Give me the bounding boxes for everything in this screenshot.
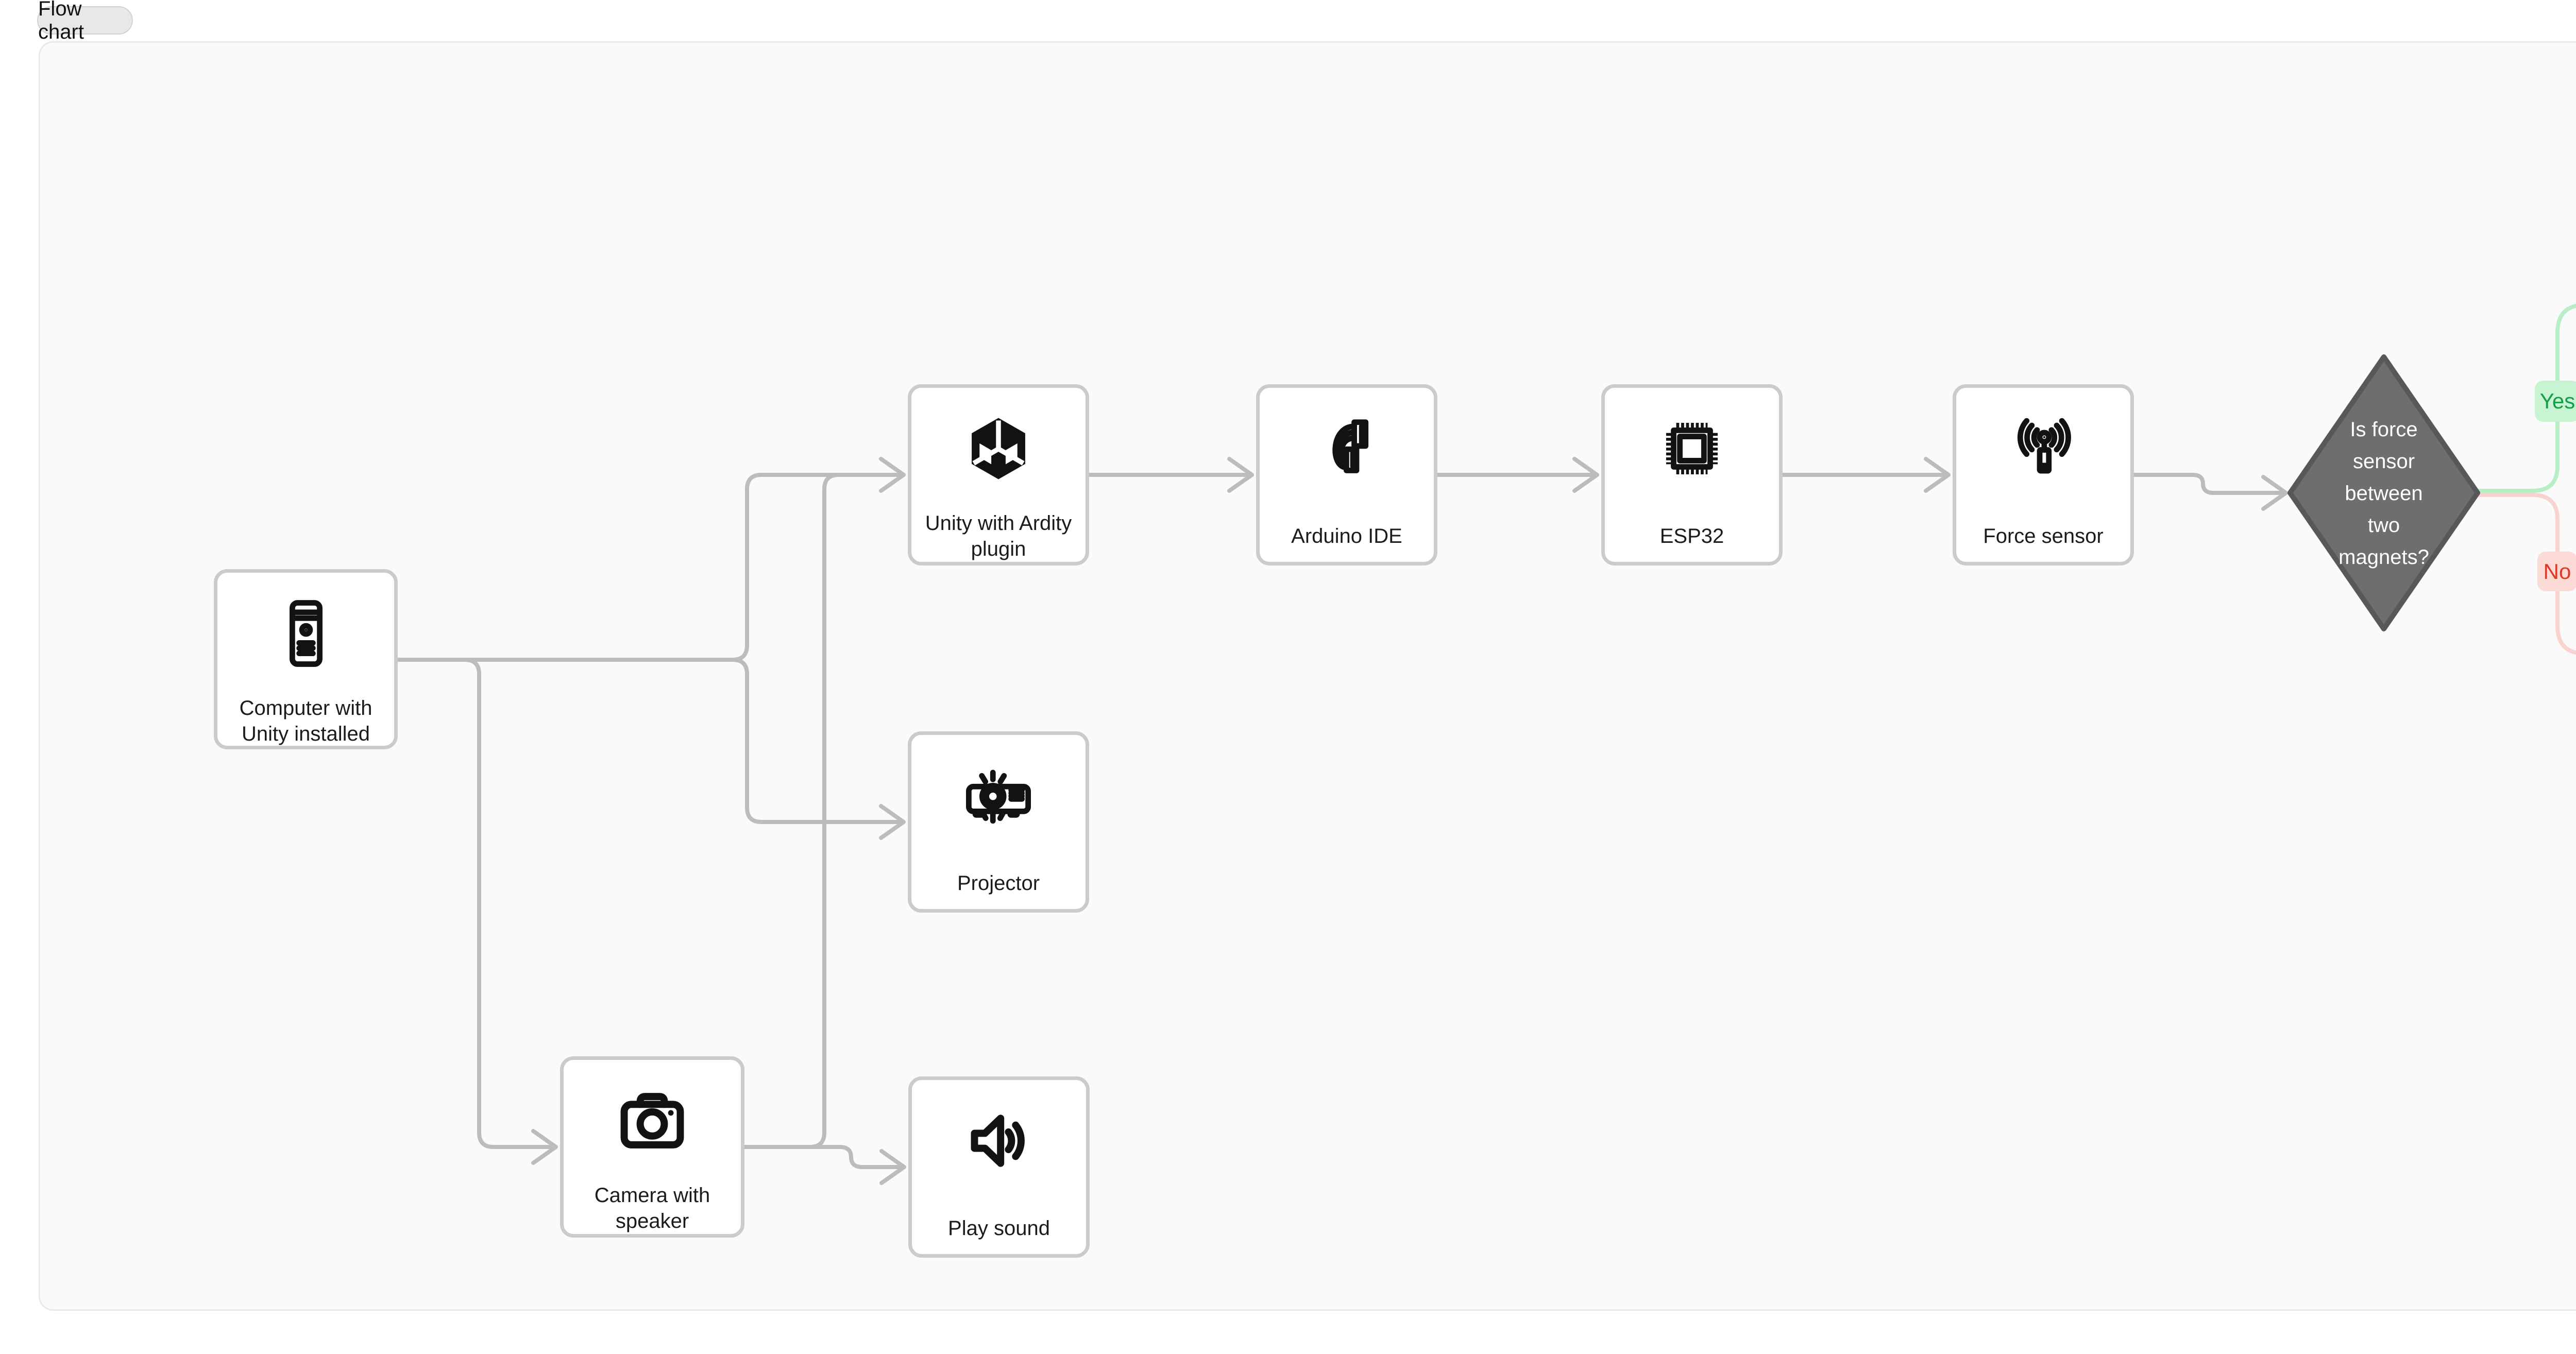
node-camera[interactable]: Camera with speaker	[560, 1056, 744, 1238]
sensor-antenna-icon	[2004, 409, 2082, 488]
node-label: Play sound	[948, 1217, 1050, 1240]
frame-title-pill[interactable]: Flow chart	[37, 0, 133, 43]
node-label: Projector	[957, 872, 1040, 895]
node-unity[interactable]: Unity with Ardity plugin	[908, 384, 1089, 565]
chip-icon	[1653, 409, 1731, 488]
computer-tower-icon	[267, 594, 345, 673]
node-label: Camera with speaker	[594, 1184, 710, 1232]
node-esp32[interactable]: ESP32	[1601, 384, 1783, 565]
decision-label: Is force sensor between two magnets?	[2338, 418, 2429, 569]
node-label: Unity with Ardity plugin	[925, 512, 1072, 560]
canvas-frame[interactable]	[39, 41, 2576, 1311]
node-play-sound[interactable]: Play sound	[908, 1076, 1090, 1258]
unity-logo-icon	[959, 409, 1038, 488]
node-computer[interactable]: Computer with Unity installed	[214, 569, 398, 749]
node-label: Arduino IDE	[1291, 525, 1402, 547]
node-label: Force sensor	[1983, 525, 2104, 547]
serial-cable-icon	[1308, 409, 1386, 488]
node-label: ESP32	[1659, 525, 1724, 547]
yes-edge-label[interactable]: Yes	[2535, 381, 2576, 422]
node-label: Computer with Unity installed	[239, 697, 372, 745]
projector-icon	[959, 757, 1038, 835]
no-edge-label[interactable]: No	[2537, 552, 2576, 591]
camera-icon	[613, 1082, 691, 1160]
node-force-sensor[interactable]: Force sensor	[1953, 384, 2134, 565]
node-projector[interactable]: Projector	[908, 731, 1089, 913]
speaker-icon	[960, 1102, 1038, 1180]
node-arduino[interactable]: Arduino IDE	[1256, 384, 1437, 565]
